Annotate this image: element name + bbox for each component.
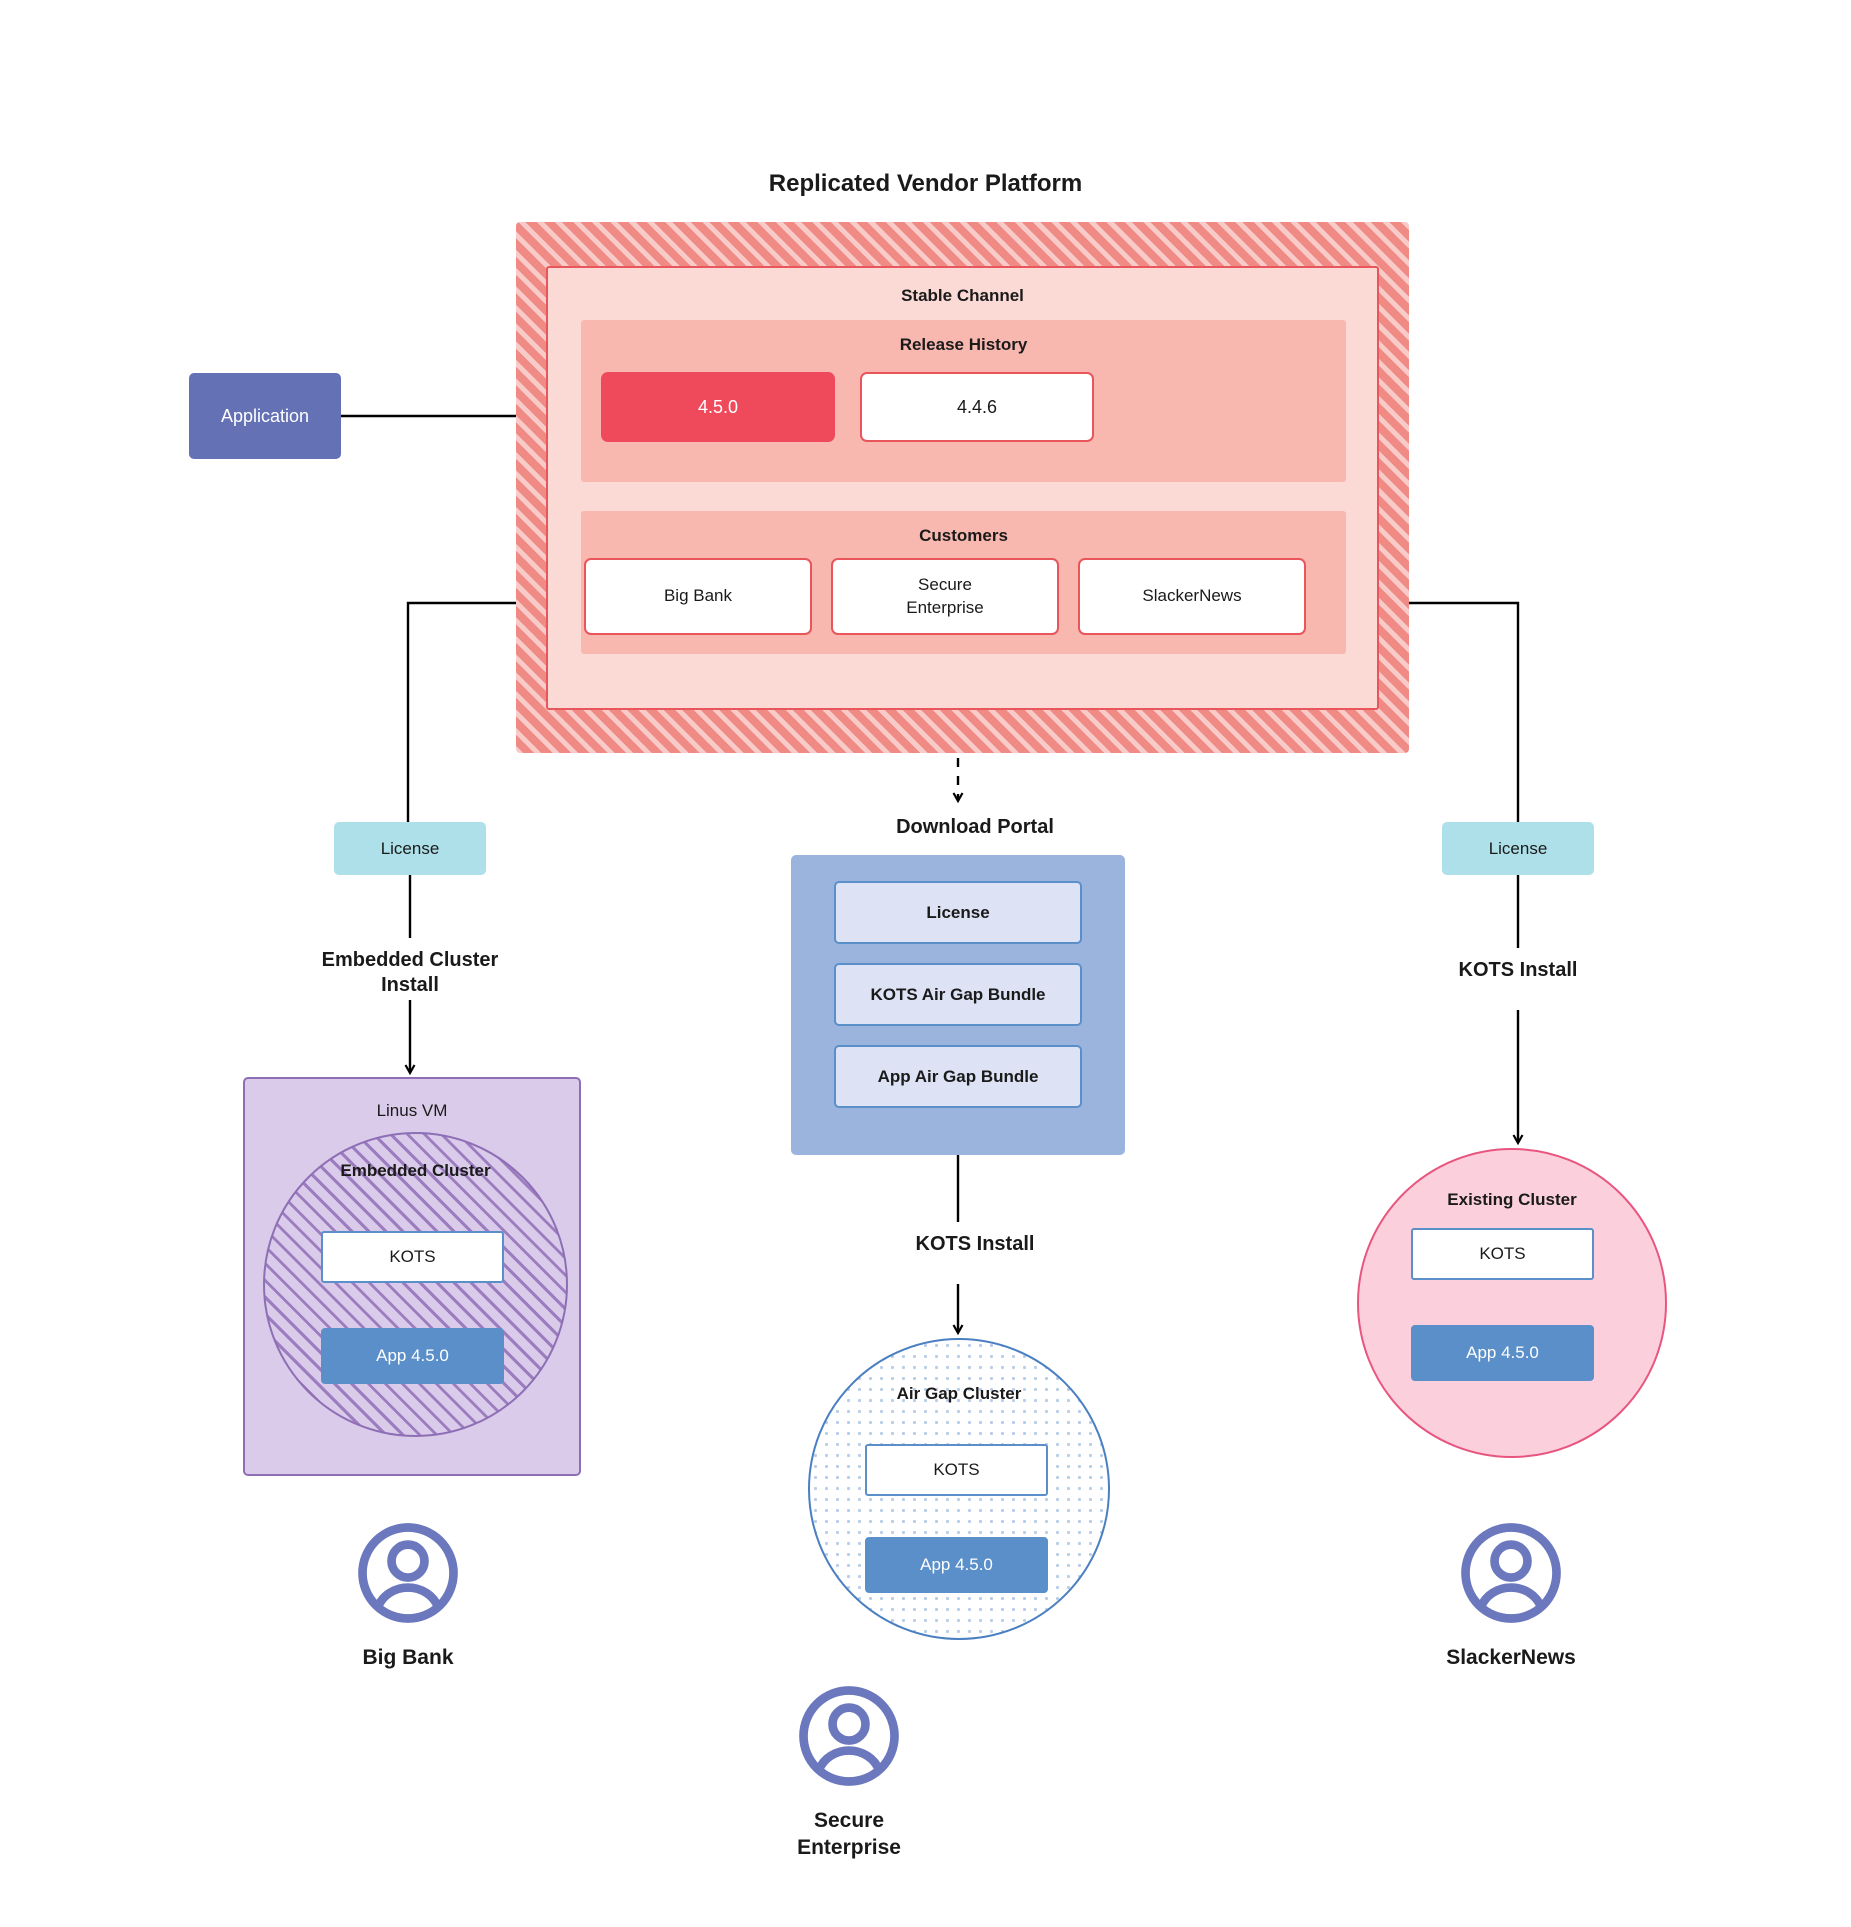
license-chip-left[interactable]: License (334, 822, 486, 875)
portal-item-license[interactable]: License (834, 881, 1082, 944)
portal-item-app-air-gap-bundle[interactable]: App Air Gap Bundle (834, 1045, 1082, 1108)
embedded-cluster-circle: Embedded Cluster (263, 1132, 568, 1437)
air-gap-cluster-kots-box[interactable]: KOTS (865, 1444, 1048, 1496)
embedded-cluster-app-box[interactable]: App 4.5.0 (321, 1328, 504, 1384)
page-title: Replicated Vendor Platform (768, 170, 1083, 197)
download-portal-title: Download Portal (896, 816, 1054, 838)
user-avatar-icon (799, 1686, 899, 1786)
download-portal-container: License KOTS Air Gap Bundle App Air Gap … (791, 855, 1125, 1155)
embedded-cluster-title: Embedded Cluster (340, 1161, 491, 1180)
portal-item-kots-air-gap-bundle[interactable]: KOTS Air Gap Bundle (834, 963, 1082, 1026)
embedded-cluster-kots-box[interactable]: KOTS (321, 1231, 504, 1283)
existing-cluster-app-box[interactable]: App 4.5.0 (1411, 1325, 1594, 1381)
end-user-label-big-bank: Big Bank (362, 1646, 454, 1669)
linux-vm-title: Linus VM (376, 1101, 448, 1120)
vendor-platform-container: Stable Channel Release History 4.5.0 4.4… (516, 222, 1409, 753)
user-avatar-icon (1461, 1523, 1561, 1623)
release-box-prior[interactable]: 4.4.6 (860, 372, 1094, 442)
existing-cluster-title: Existing Cluster (1447, 1190, 1577, 1209)
customer-box-big-bank[interactable]: Big Bank (584, 558, 812, 635)
end-user-big-bank: Big Bank (278, 1521, 538, 1671)
release-box-current[interactable]: 4.5.0 (601, 372, 835, 442)
end-user-label-slackernews: SlackerNews (1446, 1646, 1576, 1669)
flow-label-kots-install-right: KOTS Install (1458, 959, 1578, 981)
existing-cluster-circle: Existing Cluster (1357, 1148, 1667, 1458)
license-chip-right[interactable]: License (1442, 822, 1594, 875)
existing-cluster-kots-box[interactable]: KOTS (1411, 1228, 1594, 1280)
end-user-slackernews: SlackerNews (1381, 1521, 1641, 1671)
application-node[interactable]: Application (189, 373, 341, 459)
release-history-container: Release History 4.5.0 4.4.6 (581, 320, 1346, 482)
flow-label-kots-install-center: KOTS Install (915, 1233, 1035, 1255)
user-avatar-icon (358, 1523, 458, 1623)
stable-channel-container: Stable Channel Release History 4.5.0 4.4… (546, 266, 1379, 710)
release-history-title: Release History (899, 335, 1028, 354)
air-gap-cluster-app-box[interactable]: App 4.5.0 (865, 1537, 1048, 1593)
stable-channel-title: Stable Channel (901, 286, 1024, 305)
customers-title: Customers (919, 526, 1008, 545)
air-gap-cluster-title: Air Gap Cluster (896, 1384, 1022, 1403)
customer-box-slackernews[interactable]: SlackerNews (1078, 558, 1306, 635)
